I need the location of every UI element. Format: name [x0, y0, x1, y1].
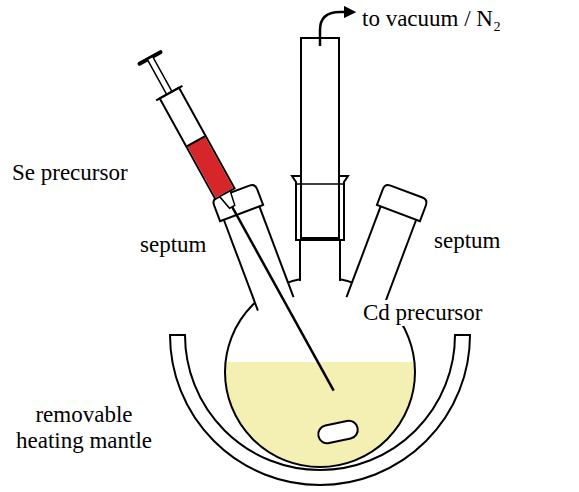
heating-mantle — [170, 335, 470, 485]
right-neck — [341, 183, 428, 317]
part-label: septum — [140, 232, 206, 258]
stir-bar — [317, 419, 360, 445]
reagent-label: Cd precursor — [360, 300, 485, 326]
vacuum-arrow — [320, 12, 350, 46]
part-label: septum — [434, 228, 500, 254]
cd-precursor-liquid — [200, 362, 440, 482]
center-neck — [292, 38, 348, 282]
outlet-label: to vacuum / N₂ — [362, 6, 501, 32]
reagent-label: Se precursor — [12, 160, 128, 186]
syringe — [137, 51, 347, 398]
adapter-tube — [301, 38, 339, 238]
needle — [232, 207, 333, 391]
part-label: removable heating mantle — [4, 402, 164, 455]
septum — [377, 183, 428, 221]
